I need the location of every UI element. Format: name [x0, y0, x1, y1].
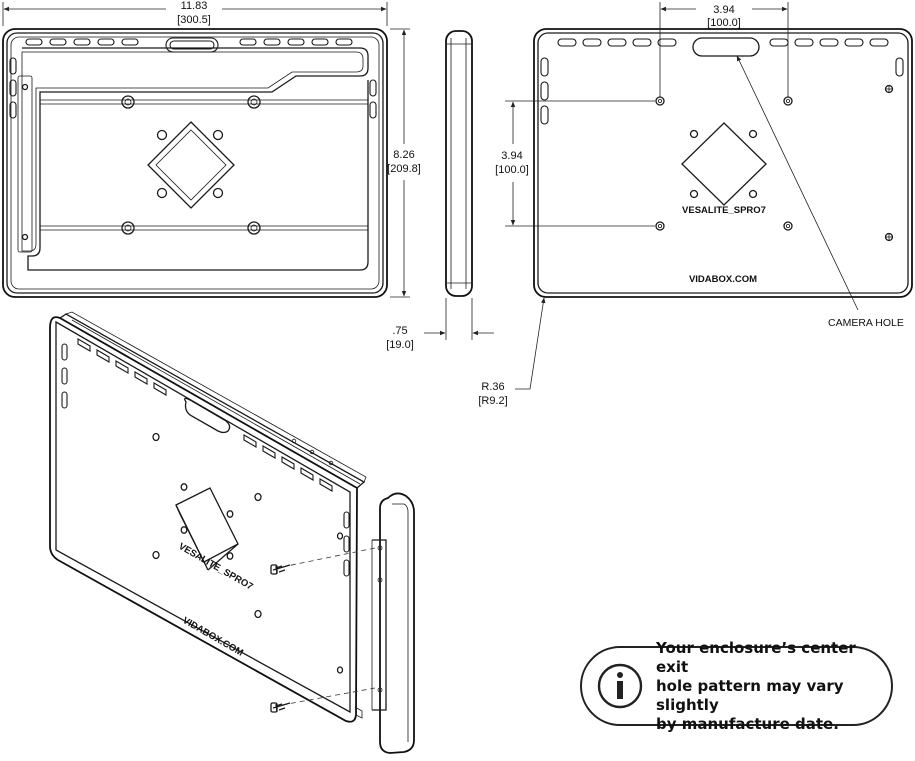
vesa-horizontal-label: 3.94: [713, 4, 734, 16]
brand-label: VIDABOX.COM: [689, 274, 757, 285]
vesa-horizontal-mm-label: [100.0]: [707, 17, 741, 29]
overall-height-mm-label: [209.8]: [387, 163, 421, 175]
overall-width-label: 11.83: [181, 0, 208, 12]
camera-hole-label: CAMERA HOLE: [828, 317, 904, 329]
info-note: Your enclosure’s center exit hole patter…: [580, 639, 893, 733]
corner-radius-callout: R.36 [R9.2]: [478, 297, 546, 407]
vesa-vertical-label: 3.94: [501, 150, 522, 162]
iso-brand-label: VIDABOX.COM: [181, 615, 246, 659]
isometric-view: VESALITE_SPRO7 VIDABOX.COM: [49, 311, 367, 723]
depth-dimension: .75 [19.0]: [386, 298, 494, 351]
corner-radius-label: R.36: [481, 381, 504, 393]
back-view: VESALITE_SPRO7 VIDABOX.COM: [533, 28, 913, 298]
iso-top-slots: [77, 338, 333, 492]
iso-model-name-label: VESALITE_SPRO7: [177, 541, 255, 593]
info-icon: [597, 663, 643, 709]
screw-icon: [270, 702, 291, 713]
model-name-label: VESALITE_SPRO7: [682, 205, 766, 216]
side-view: [445, 30, 473, 297]
corner-radius-mm-label: [R9.2]: [478, 395, 507, 407]
overall-width-mm-label: [300.5]: [177, 14, 211, 26]
screw-icon: [270, 564, 291, 575]
front-standoffs: [121, 95, 261, 235]
iso-vesa-holes: [152, 432, 344, 674]
assembly-screws: [270, 547, 376, 713]
vesa-vertical-dimension: 3.94 [100.0]: [495, 100, 655, 227]
camera-hole: [692, 37, 760, 57]
info-note-text: Your enclosure’s center exit hole patter…: [656, 638, 856, 733]
back-center-cutout: [681, 122, 767, 206]
front-view: [2, 28, 388, 298]
front-center-cutout: [147, 121, 235, 209]
side-rail: [371, 492, 415, 754]
camera-hole-callout: CAMERA HOLE: [736, 55, 904, 329]
back-top-slots: [557, 38, 889, 47]
vesa-vertical-mm-label: [100.0]: [495, 164, 529, 176]
depth-mm-label: [19.0]: [386, 339, 414, 351]
overall-width-dimension: 11.83 [300.5]: [2, 0, 388, 26]
front-top-slots: [25, 37, 353, 53]
overall-height-label: 8.26: [393, 149, 414, 161]
depth-label: .75: [392, 325, 407, 337]
overall-height-dimension: 8.26 [209.8]: [387, 28, 421, 298]
vesa-horizontal-dimension: 3.94 [100.0]: [659, 2, 789, 97]
